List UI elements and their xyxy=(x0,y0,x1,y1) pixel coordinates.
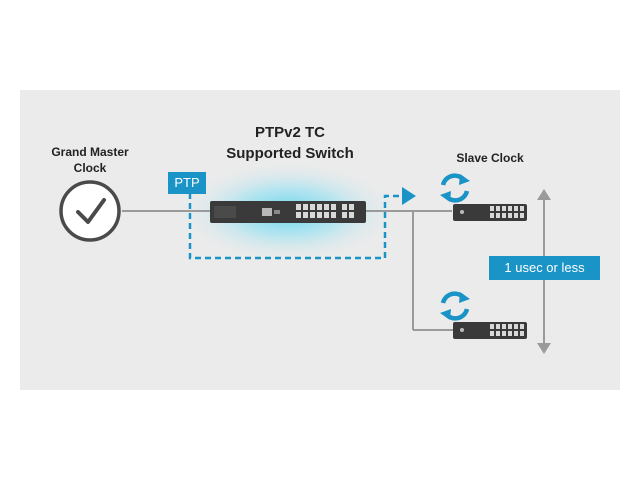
ptp-arrow-icon xyxy=(402,187,416,205)
grand-master-label-line2: Clock xyxy=(73,161,107,175)
slave-switch-icon xyxy=(453,322,527,339)
switch-icon xyxy=(210,201,366,223)
slave-clock-label: Slave Clock xyxy=(456,151,524,165)
slave-switch-icon xyxy=(453,204,527,221)
switch-title: PTPv2 TC Supported Switch xyxy=(195,122,385,164)
clock-icon xyxy=(59,180,121,242)
switch-title-line2: Supported Switch xyxy=(226,145,354,162)
sync-icon xyxy=(440,173,470,203)
ptp-tag: PTP xyxy=(168,172,206,194)
latency-tag: 1 usec or less xyxy=(489,256,600,280)
grand-master-label-line1: Grand Master xyxy=(51,145,129,159)
switch-title-line1: PTPv2 TC xyxy=(254,124,326,141)
grand-master-label: Grand Master Clock xyxy=(40,144,140,176)
sync-icon xyxy=(440,291,470,321)
ptp-dashed-path xyxy=(188,193,400,260)
